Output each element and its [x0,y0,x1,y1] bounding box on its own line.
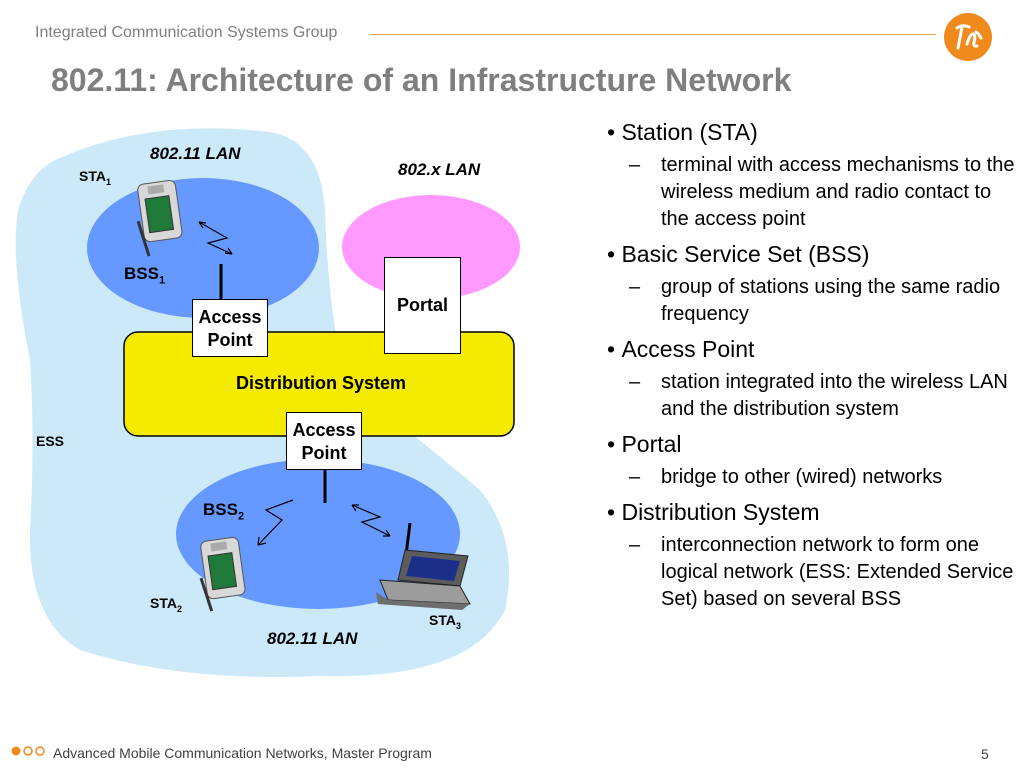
definitions-list: Station (STA) terminal with access mecha… [607,118,1017,620]
bss1-label: BSS1 [124,264,166,287]
sub-bss: group of stations using the same radio f… [607,274,1017,328]
distribution-system-label: Distribution System [236,373,407,393]
lan-label-bottom: 802.11 LAN [267,629,358,648]
infrastructure-diagram: 802.11 LAN 802.x LAN 802.11 LAN STA1 STA… [0,110,600,690]
access-point-1-line1: Access [198,307,262,327]
sub-portal: bridge to other (wired) networks [607,464,1017,491]
footer-program: Advanced Mobile Communication Networks, … [53,745,432,761]
sta2-device-icon [199,536,246,612]
access-point-2-line2: Point [301,443,347,463]
footer-dots-icon [11,746,45,756]
sta1-device-icon [136,179,183,257]
sub-station: terminal with access mechanisms to the w… [607,152,1017,233]
wireless-link-bss1 [198,221,233,255]
bullet-distribution-system: Distribution System [607,498,1017,526]
ess-label: ESS [36,433,65,449]
bullet-access-point: Access Point [607,335,1017,363]
access-point-2-box: Access Point [286,412,362,470]
bss1-area [87,178,319,318]
access-point-1-line2: Point [207,330,253,350]
sub-distribution-system: interconnection network to form one logi… [607,532,1017,613]
wired-lan-label: 802.x LAN [398,160,481,179]
sta3-laptop-icon [376,522,471,610]
header-divider [370,34,936,35]
lan-label-top: 802.11 LAN [150,144,241,163]
bss2-label: BSS2 [203,500,245,523]
sta2-label: STA2 [150,595,182,614]
portal-box: Portal [384,257,461,354]
page-number: 5 [981,746,989,762]
bullet-bss: Basic Service Set (BSS) [607,240,1017,268]
bullet-portal: Portal [607,430,1017,458]
sta3-label: STA3 [429,612,461,631]
group-logo [944,13,992,61]
access-point-1-box: Access Point [192,299,268,357]
header-group-name: Integrated Communication Systems Group [35,24,338,41]
slide-title: 802.11: Architecture of an Infrastructur… [51,62,792,98]
sub-access-point: station integrated into the wireless LAN… [607,369,1017,423]
sta1-label: STA1 [79,168,111,187]
access-point-2-line1: Access [292,420,356,440]
wireless-link-sta3 [351,504,391,537]
bss2-area [176,459,460,609]
wireless-link-sta2 [257,499,294,546]
portal-label: Portal [396,295,448,315]
bullet-station: Station (STA) [607,118,1017,146]
